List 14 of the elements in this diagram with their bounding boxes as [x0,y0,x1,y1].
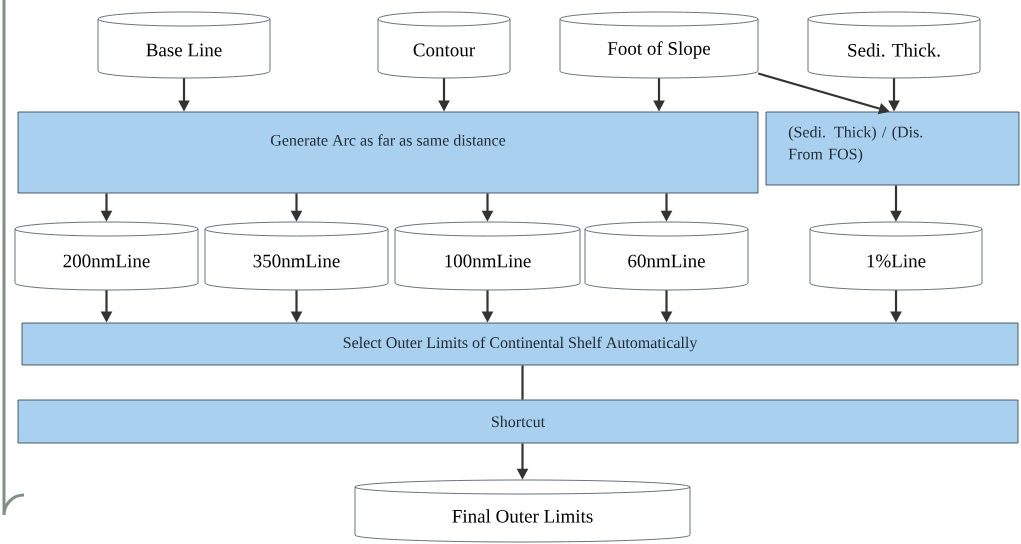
process-box: Select Outer Limits of Continental Shelf Automatically [21,322,1019,366]
process-box: (Sedi. Thick) / (Dis. From FOS) [765,111,1020,186]
database-cylinder: Foot of Slope [559,11,759,79]
database-cylinder: 100nmLine [394,221,581,291]
database-cylinder: 350nmLine [204,221,389,291]
database-cylinder: Base Line [97,11,271,79]
database-cylinder: 1%Line [809,221,983,291]
database-cylinder: 200nmLine [14,221,199,291]
database-cylinder: Final Outer Limits [354,479,691,543]
process-box: Generate Arc as far as same distance [17,111,759,194]
database-cylinder: Contour [377,11,511,79]
database-cylinder: Sedi. Thick. [807,11,981,79]
process-box: Shortcut [17,399,1019,444]
database-cylinder: 60nmLine [584,221,749,291]
